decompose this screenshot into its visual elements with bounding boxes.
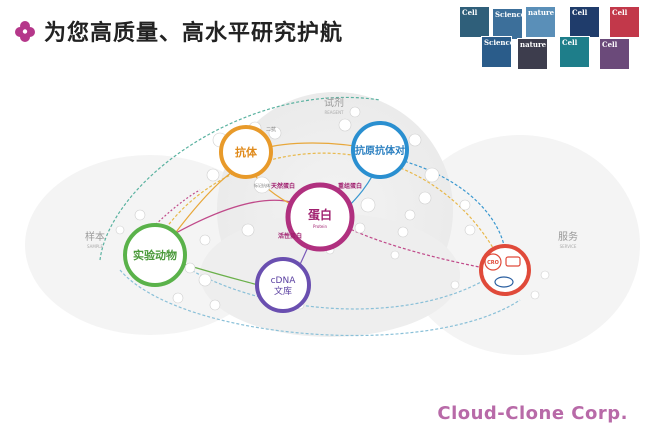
journal-cover: nature	[517, 38, 548, 70]
journal-cover-title: Cell	[562, 38, 578, 47]
cro-label: CRO	[487, 260, 499, 266]
antigen-antibody-label: 抗原抗体对	[355, 144, 405, 157]
section-sample-en: SAMPLE	[87, 244, 103, 249]
journal-cover-title: nature	[528, 8, 555, 17]
journal-cover-title: Cell	[602, 40, 618, 49]
journal-cover-title: Cell	[462, 8, 478, 17]
recombinant-protein-label: 重组蛋白	[338, 182, 362, 190]
page-header: 为您高质量、高水平研究护航	[14, 14, 343, 48]
antibody-small-labeled: 标记抗体	[254, 182, 270, 188]
antigen-antibody-node[interactable]: 抗原抗体对	[351, 121, 409, 179]
service-eye-icon	[494, 276, 514, 288]
flower-bullet-icon	[15, 21, 35, 42]
section-sample-label: 样本	[85, 230, 105, 243]
natural-protein-label: 天然蛋白	[271, 182, 295, 190]
journal-cover-title: Science	[495, 10, 523, 19]
protein-label: 蛋白	[308, 207, 332, 222]
section-service-label: 服务	[558, 230, 578, 243]
journal-cover: nature	[525, 6, 556, 38]
journal-cover: Cell	[559, 36, 590, 68]
service-lobe	[400, 135, 640, 355]
satellite-nodes	[115, 106, 550, 311]
journal-cover: Cell	[459, 6, 490, 38]
journal-cover-title: Cell	[572, 8, 588, 17]
cdna-label: cDNA	[271, 276, 297, 286]
journal-cover-title: Cell	[612, 8, 628, 17]
section-reagent-label: 试剂	[324, 96, 344, 109]
protein-node[interactable]: 蛋白 Protein	[285, 182, 355, 252]
antibody-small-secondary: 二抗	[266, 126, 276, 133]
section-reagent-en: REAGENT	[324, 110, 344, 115]
library-label: 文库	[274, 285, 292, 297]
service-badge-icon	[505, 256, 521, 267]
antibody-node[interactable]: 抗体	[219, 125, 273, 179]
cro-service-node[interactable]: CRO	[479, 244, 531, 296]
brand-footer: Cloud-Clone Corp.	[437, 403, 628, 424]
journal-cover: Science	[481, 36, 512, 68]
journal-cover: Cell	[569, 6, 600, 38]
journal-cover-title: nature	[520, 40, 547, 49]
journal-cover: Cell	[609, 6, 640, 38]
journal-cover: Cell	[599, 38, 630, 70]
protein-en-label: Protein	[313, 224, 327, 229]
journal-cover-title: Science	[484, 38, 512, 47]
page-title: 为您高质量、高水平研究护航	[44, 21, 344, 46]
section-service-en: SERVICE	[560, 244, 577, 249]
active-protein-label: 活性蛋白	[278, 232, 302, 240]
antibody-label: 抗体	[235, 145, 258, 159]
lab-animal-label: 实验动物	[133, 248, 177, 262]
cdna-library-node[interactable]: cDNA 文库	[255, 257, 311, 313]
lab-animal-node[interactable]: 实验动物	[123, 223, 187, 287]
